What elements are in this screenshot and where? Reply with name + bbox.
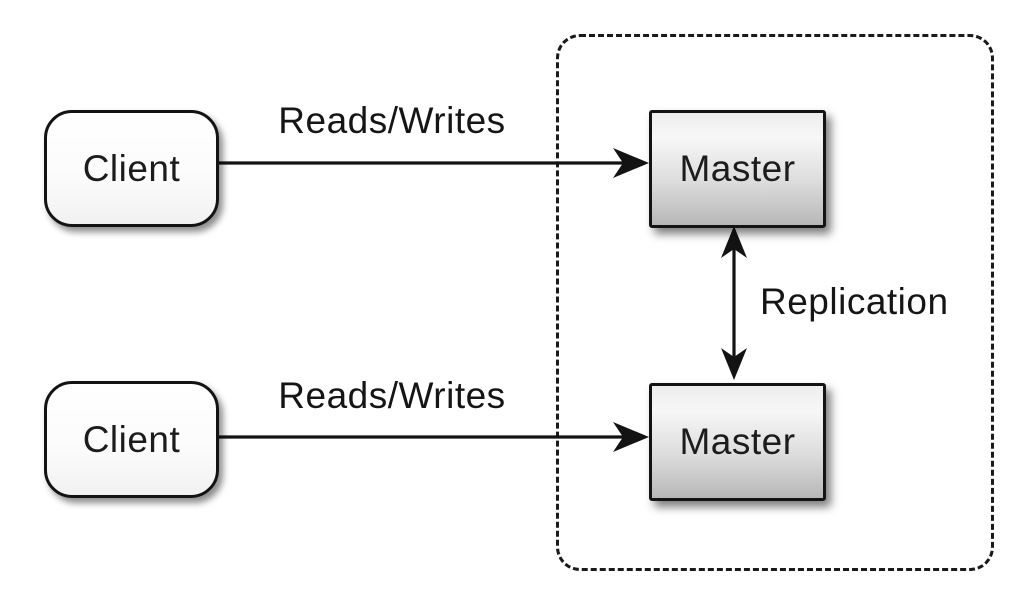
client-node-2-label: Client xyxy=(82,418,181,460)
client-node-1-label: Client xyxy=(82,147,181,189)
edge-label-reads-writes-top: Reads/Writes xyxy=(278,100,506,141)
edge-label-reads-writes-bottom: Reads/Writes xyxy=(278,375,506,416)
master-node-1: Master xyxy=(649,110,826,228)
master-node-2: Master xyxy=(649,383,826,501)
client-node-1: Client xyxy=(44,110,219,227)
client-node-2: Client xyxy=(44,381,219,498)
master-node-2-label: Master xyxy=(679,421,796,462)
edge-label-replication: Replication xyxy=(760,281,949,322)
master-node-1-label: Master xyxy=(679,148,796,189)
dashed-group-boundary xyxy=(556,34,994,571)
